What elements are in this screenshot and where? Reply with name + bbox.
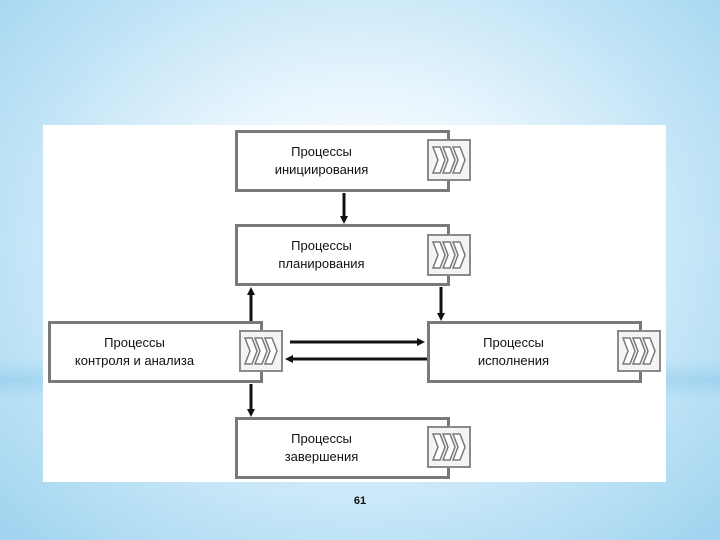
node-initiation-line1: Процессы [291, 144, 352, 159]
node-execution-line1: Процессы [483, 335, 544, 350]
node-execution: Процессы исполнения [427, 321, 642, 383]
node-control: Процессы контроля и анализа [48, 321, 263, 383]
triple-chevron-icon [427, 139, 471, 181]
node-planning-line1: Процессы [291, 238, 352, 253]
node-control-line1: Процессы [104, 335, 165, 350]
node-planning: Процессы планирования [235, 224, 450, 286]
node-control-line2: контроля и анализа [74, 353, 195, 368]
node-initiation: Процессы инициирования [235, 130, 450, 192]
node-planning-line2: планирования [278, 256, 365, 271]
triple-chevron-icon [427, 234, 471, 276]
node-closing-line2: завершения [284, 449, 359, 464]
node-initiation-line2: инициирования [274, 162, 369, 177]
triple-chevron-icon [427, 426, 471, 468]
node-closing-line1: Процессы [291, 431, 352, 446]
triple-chevron-icon [239, 330, 283, 372]
node-closing: Процессы завершения [235, 417, 450, 479]
page-number: 61 [353, 495, 367, 507]
node-execution-line2: исполнения [477, 353, 550, 368]
triple-chevron-icon [617, 330, 661, 372]
